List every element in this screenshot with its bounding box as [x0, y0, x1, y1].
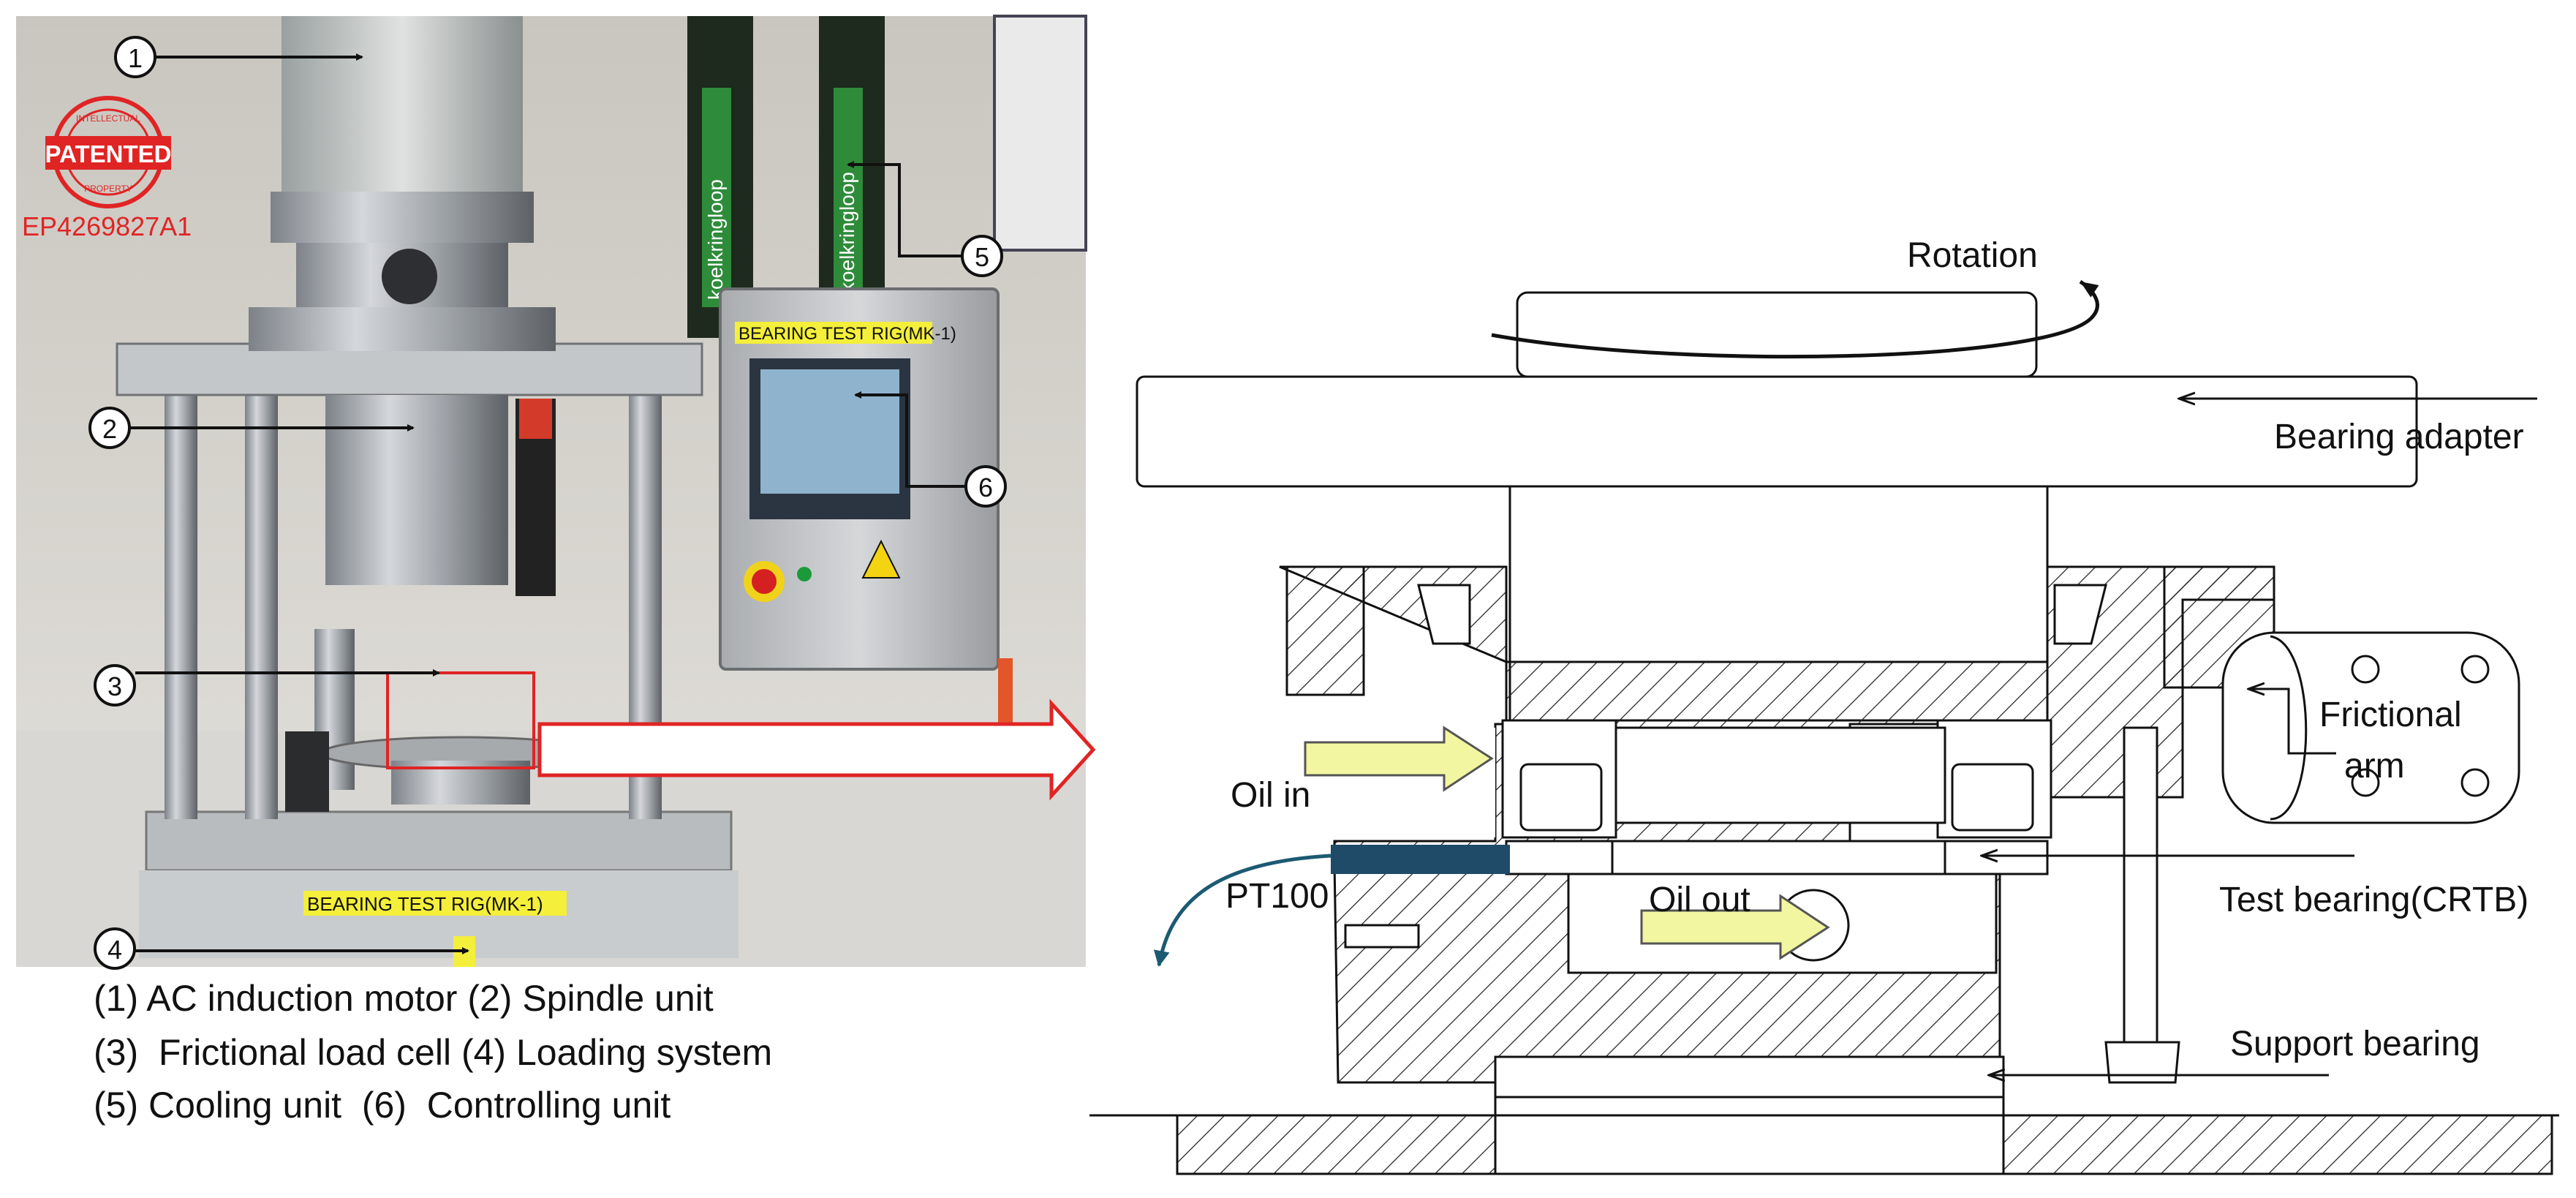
frictional-arm-leader — [2248, 689, 2336, 755]
front-label-bg — [303, 891, 567, 916]
motor-body — [282, 16, 523, 192]
shaft-lower — [1614, 726, 1946, 824]
inner-ring-right — [1944, 840, 2049, 875]
pt100-sensor — [1331, 845, 1510, 874]
callout-4: 4 — [94, 927, 469, 970]
zoom-arrow — [537, 698, 1096, 801]
svg-text:1: 1 — [128, 43, 143, 73]
roller-left — [1519, 763, 1603, 832]
label-rotation: Rotation — [1907, 236, 2038, 275]
patent-number: EP4269827A1 — [22, 211, 192, 241]
panel-label-bg — [735, 322, 932, 344]
label-pt100: PT100 — [1225, 877, 1329, 916]
rotation-arrow — [1491, 279, 2099, 359]
label-frictional-arm-line2: arm — [2344, 747, 2405, 786]
motor-flange — [271, 192, 534, 243]
top-disc — [1516, 291, 2038, 378]
start-button — [797, 567, 812, 581]
hazard-icon — [861, 539, 901, 579]
base-plate — [145, 810, 733, 872]
caption-line-1: (1) AC induction motor (2) Spindle unit — [94, 978, 714, 1019]
spindle-flange — [249, 307, 556, 351]
housing-left-lug — [1285, 565, 1365, 696]
bracket — [285, 731, 329, 812]
svg-text:5: 5 — [975, 242, 989, 272]
label-bearing-adapter: Bearing adapter — [2274, 418, 2524, 456]
callout-2: 2 — [88, 407, 415, 449]
hose-label-left — [702, 88, 731, 307]
hose-text-right: koelkringloop — [836, 172, 858, 293]
callout-5: 5 — [847, 161, 1003, 277]
roller-right — [1951, 763, 2034, 832]
callout-1: 1 — [114, 36, 363, 78]
hmi-screen — [760, 369, 899, 494]
highlight-box — [386, 671, 535, 769]
label-support-bearing: Support bearing — [2230, 1025, 2480, 1063]
hose-label-right — [834, 88, 863, 307]
label-test-bearing: Test bearing(CRTB) — [2219, 881, 2529, 919]
hold-down-bolt — [2123, 726, 2158, 1051]
emergency-stop-button — [752, 569, 777, 594]
hose-text-left: koelkringloop — [704, 179, 727, 300]
drain-slot — [1344, 924, 1420, 949]
spindle-port — [382, 249, 437, 304]
oil-out-arrow — [1640, 894, 1830, 960]
inner-ring-left — [1505, 840, 1614, 875]
support-bearing-top-ring — [1494, 1055, 2005, 1099]
label-oil-out: Oil out — [1649, 881, 1750, 919]
front-label: BEARING TEST RIG(MK-1) — [307, 893, 543, 915]
svg-text:PROPERTY: PROPERTY — [84, 184, 132, 194]
shaft-collar — [1611, 840, 1946, 875]
caption-line-3: (5) Cooling unit (6) Controlling unit — [94, 1085, 671, 1126]
bolt-nut — [2104, 1041, 2180, 1084]
panel-label: BEARING TEST RIG(MK-1) — [739, 324, 956, 344]
label-frictional-arm-line1: Frictional — [2319, 696, 2462, 734]
svg-text:2: 2 — [102, 414, 117, 444]
svg-text:6: 6 — [978, 472, 993, 502]
upper-bearing-left — [1417, 584, 1471, 645]
svg-text:PATENTED: PATENTED — [45, 140, 172, 167]
sensor-cap — [519, 399, 552, 439]
svg-text:3: 3 — [107, 671, 122, 701]
callout-6: 6 — [854, 391, 1007, 508]
oil-in-arrow — [1304, 726, 1494, 792]
label-oil-in: Oil in — [1231, 776, 1311, 815]
callout-3: 3 — [94, 664, 440, 707]
svg-text:INTELLECTUAL: INTELLECTUAL — [76, 113, 140, 124]
wall-frame — [993, 15, 1087, 252]
caption-line-2: (3) Frictional load cell (4) Loading sys… — [94, 1032, 773, 1073]
upper-bearing-right — [2053, 584, 2107, 645]
pt100-cable — [1153, 854, 1332, 967]
svg-text:4: 4 — [107, 935, 122, 965]
patented-stamp: PATENTED INTELLECTUAL PROPERTY — [45, 96, 172, 208]
column-mid-left — [245, 388, 278, 819]
bearing-adapter-plate — [1136, 375, 2418, 488]
column-left — [165, 388, 197, 819]
